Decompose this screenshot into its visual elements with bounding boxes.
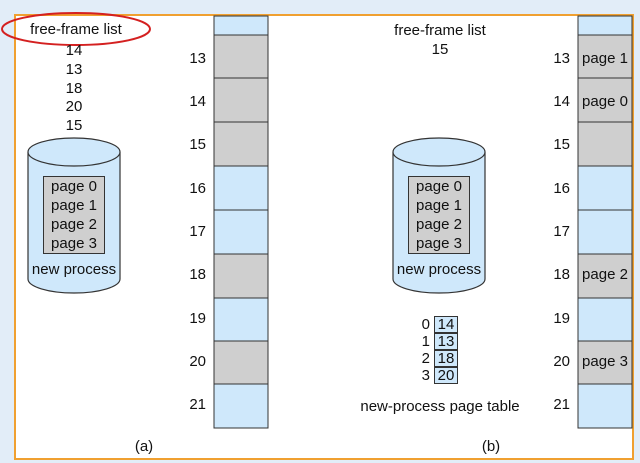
left-free-frame-0: 14 — [65, 42, 83, 59]
right-free-frame-0: 15 — [431, 41, 449, 58]
right-disk-page-1: page 1 — [416, 197, 462, 214]
right-frame-num-17: 17 — [553, 223, 570, 240]
left-frame-17 — [213, 209, 269, 255]
left-disk-page-1: page 1 — [51, 197, 97, 214]
right-frame-num-20: 20 — [553, 353, 570, 370]
right-disk-page-2: page 2 — [416, 216, 462, 233]
right-disk-pages: page 0 page 1 page 2 page 3 — [408, 176, 470, 254]
left-frame-21 — [213, 383, 269, 429]
right-memory-column — [577, 15, 633, 429]
left-frame-20 — [213, 340, 269, 385]
page-table-index-1: 1 — [421, 333, 430, 350]
left-free-frame-1: 13 — [65, 61, 83, 78]
right-frame-content-20: page 3 — [582, 353, 628, 370]
right-frame-num-19: 19 — [553, 310, 570, 327]
left-frame-num-19: 19 — [189, 310, 206, 327]
right-disk-label: new process — [396, 261, 482, 278]
left-frame-13 — [213, 34, 269, 79]
left-frame-16 — [213, 165, 269, 211]
page-table-label: new-process page table — [360, 398, 520, 415]
right-frame-num-14: 14 — [553, 93, 570, 110]
right-frame-19 — [577, 297, 633, 342]
page-table-frame-3: 20 — [434, 367, 458, 384]
left-frame-14 — [213, 77, 269, 123]
left-disk-pages: page 0 page 1 page 2 page 3 — [43, 176, 105, 254]
right-frame-content-18: page 2 — [582, 266, 628, 283]
right-frame-num-13: 13 — [553, 50, 570, 67]
right-disk-page-3: page 3 — [416, 235, 462, 252]
right-frame-20 — [577, 340, 633, 385]
left-frame-num-18: 18 — [189, 266, 206, 283]
page-table-frame-2: 18 — [434, 350, 458, 367]
right-frame-15 — [577, 121, 633, 167]
left-frame-15 — [213, 121, 269, 167]
highlight-ellipse — [1, 12, 151, 46]
left-free-frame-4: 15 — [65, 117, 83, 134]
page-table-index-0: 0 — [421, 316, 430, 333]
left-frame-18 — [213, 253, 269, 299]
right-frame-content-14: page 0 — [582, 93, 628, 110]
left-disk-page-2: page 2 — [51, 216, 97, 233]
left-frame-num-13: 13 — [189, 50, 206, 67]
left-disk-page-0: page 0 — [51, 178, 97, 195]
left-free-frame-3: 20 — [65, 98, 83, 115]
left-frame-num-14: 14 — [189, 93, 206, 110]
page-table-frame-1: 13 — [434, 333, 458, 350]
right-frame-16 — [577, 165, 633, 211]
left-frame-num-17: 17 — [189, 223, 206, 240]
right-frame-21 — [577, 383, 633, 429]
left-disk-label: new process — [31, 261, 117, 278]
left-frame-num-16: 16 — [189, 180, 206, 197]
left-memory-column — [213, 15, 269, 429]
right-frame-13 — [577, 34, 633, 79]
left-frame-top — [213, 15, 269, 36]
left-frame-num-20: 20 — [189, 353, 206, 370]
right-frame-18 — [577, 253, 633, 299]
right-free-frame-title: free-frame list — [394, 22, 486, 39]
page-table-index-3: 3 — [421, 367, 430, 384]
left-free-frame-title: free-frame list — [30, 21, 122, 38]
page-table-index-2: 2 — [421, 350, 430, 367]
left-disk-page-3: page 3 — [51, 235, 97, 252]
right-frame-content-13: page 1 — [582, 50, 628, 67]
right-disk-page-0: page 0 — [416, 178, 462, 195]
left-frame-19 — [213, 297, 269, 342]
right-frame-num-21: 21 — [553, 396, 570, 413]
right-frame-num-15: 15 — [553, 136, 570, 153]
right-frame-17 — [577, 209, 633, 255]
right-frame-14 — [577, 77, 633, 123]
left-frame-num-21: 21 — [189, 396, 206, 413]
right-frame-top — [577, 15, 633, 36]
right-frame-num-18: 18 — [553, 266, 570, 283]
right-frame-num-16: 16 — [553, 180, 570, 197]
left-free-frame-2: 18 — [65, 80, 83, 97]
left-caption: (a) — [134, 438, 154, 455]
left-frame-num-15: 15 — [189, 136, 206, 153]
page-table-frame-0: 14 — [434, 316, 458, 333]
right-caption: (b) — [481, 438, 501, 455]
